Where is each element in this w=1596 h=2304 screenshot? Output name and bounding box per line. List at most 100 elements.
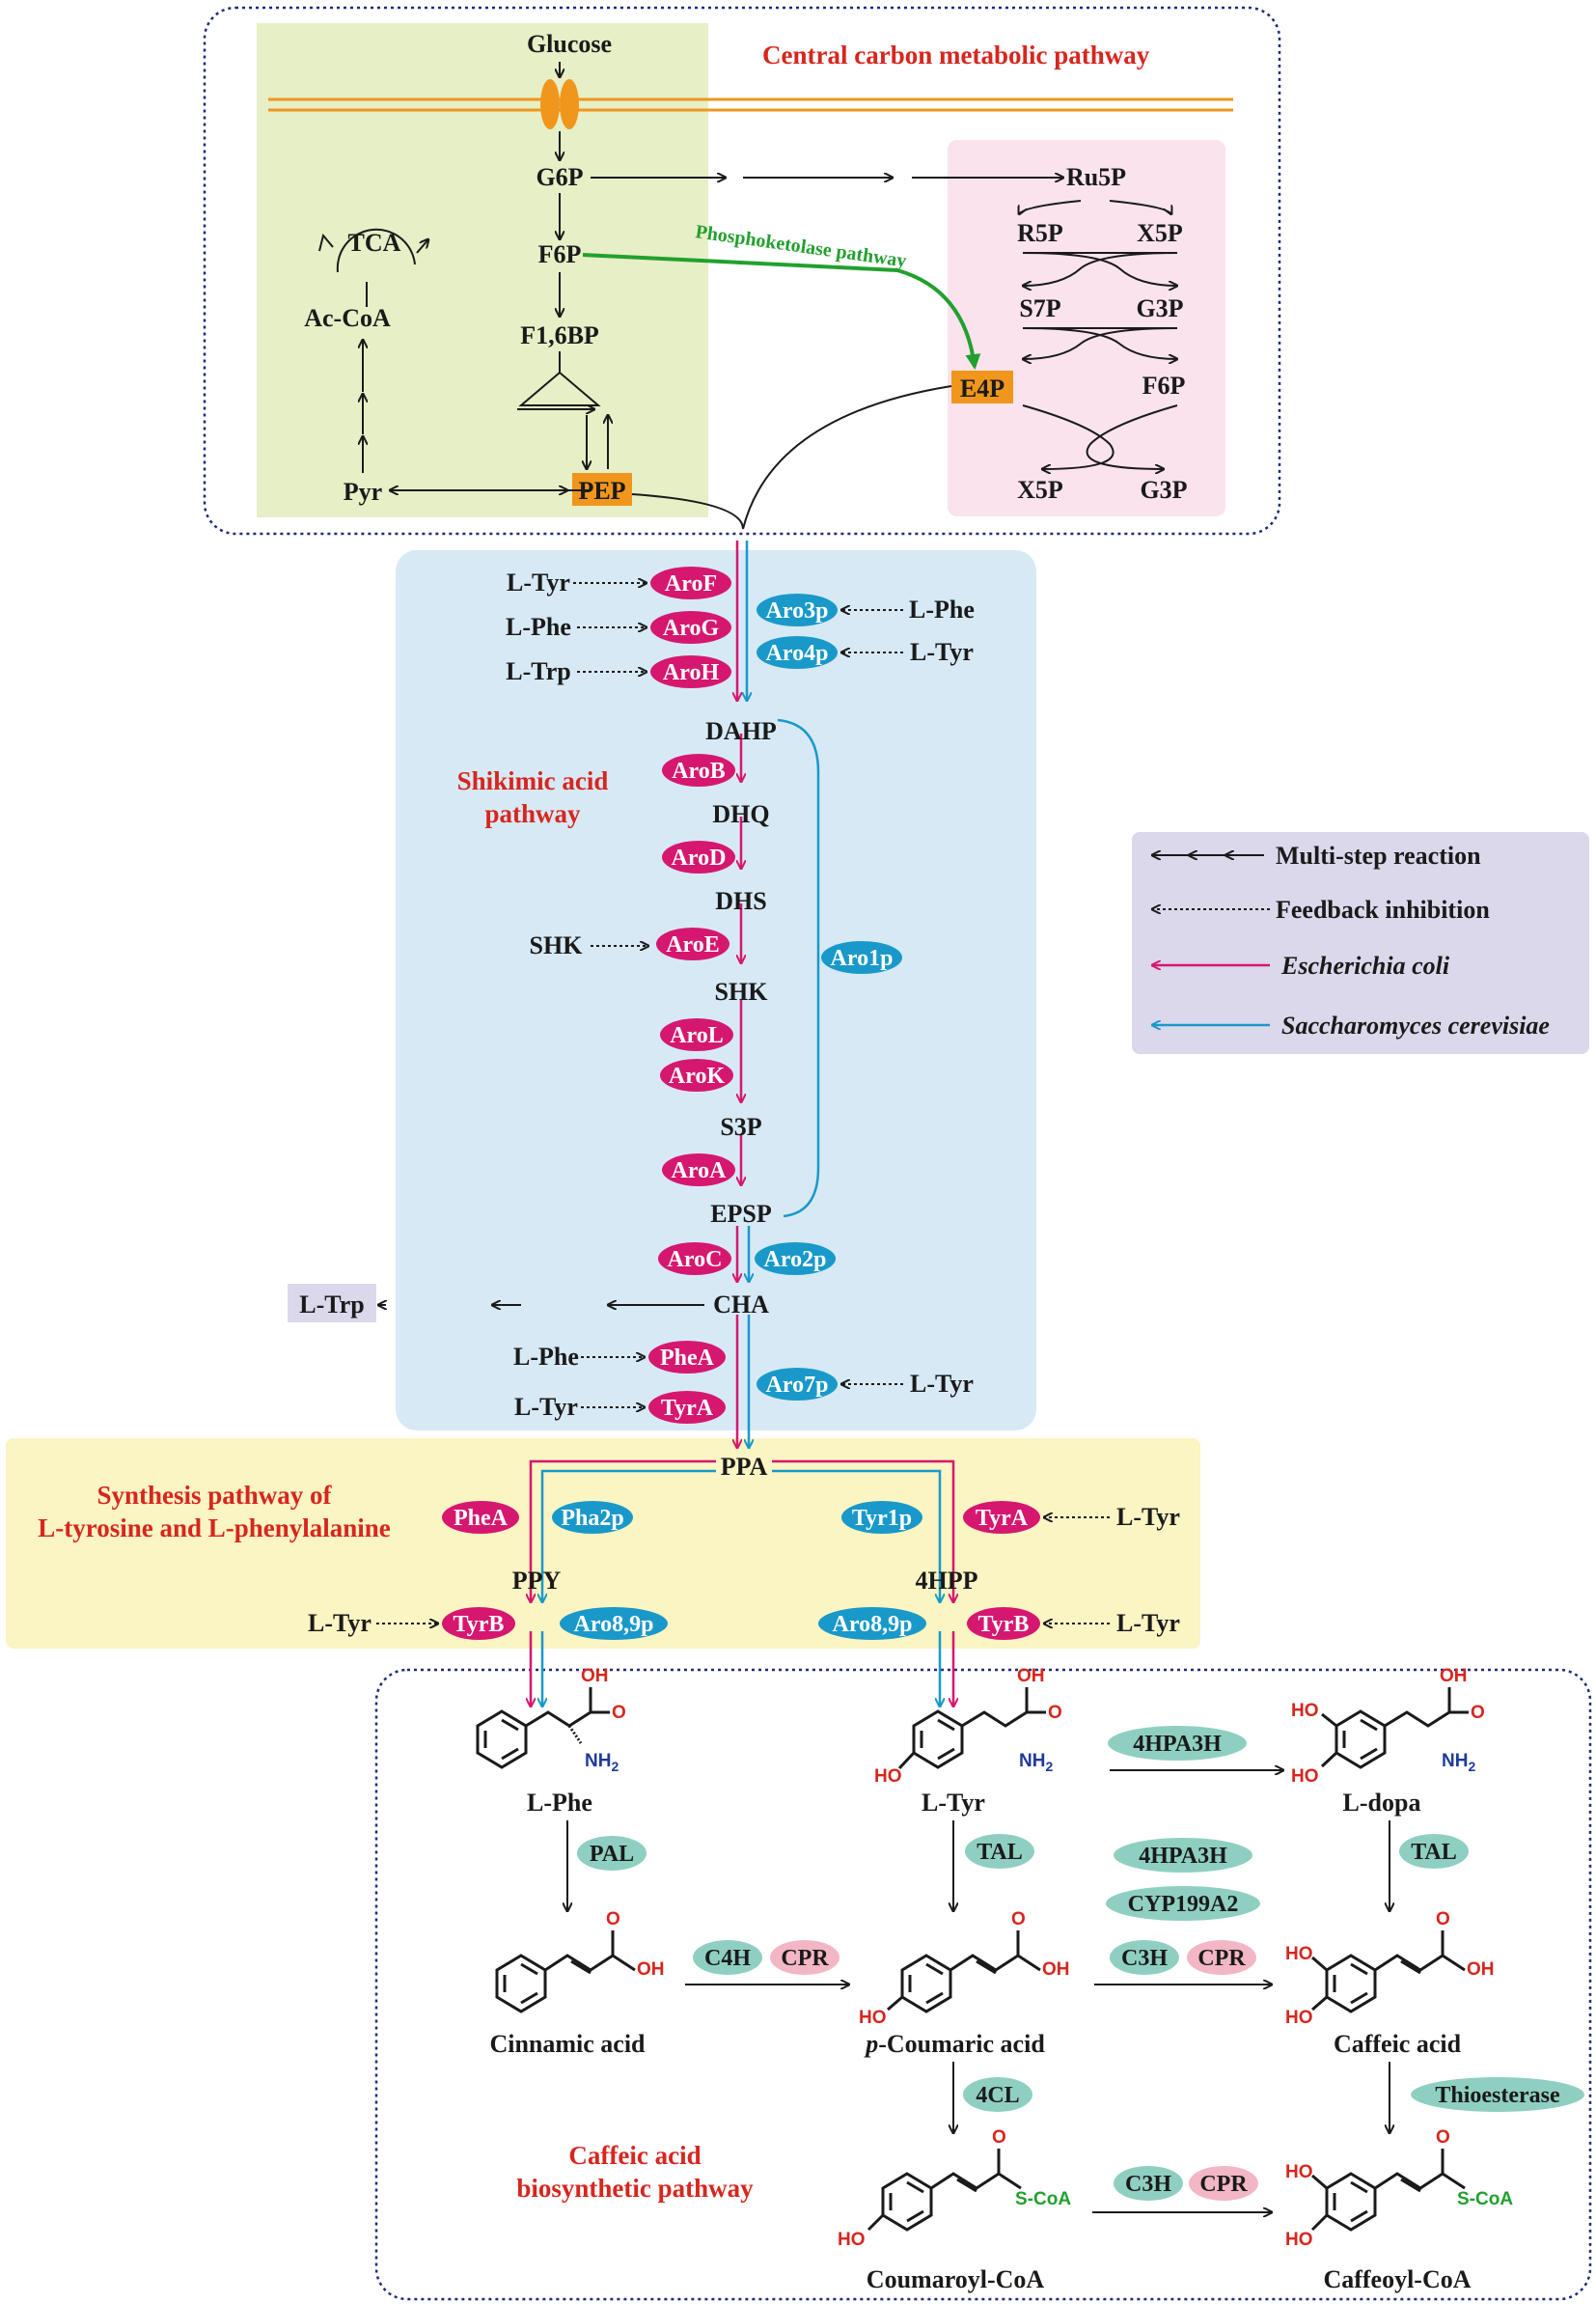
pcoumaric-label: p-Coumaric acid xyxy=(864,2030,1045,2058)
ltyr-o: O xyxy=(1048,1703,1062,1723)
c3h-2-badge xyxy=(1114,2166,1183,2201)
legend-panel xyxy=(1132,832,1589,1054)
feedback-inhibitors: L-Tyr L-Phe L-Trp L-Phe L-Tyr L-Phe L-Ty… xyxy=(308,569,1180,1637)
hpp-label: 4HPP xyxy=(916,1567,978,1595)
ltyr-ho: HO xyxy=(874,1766,902,1787)
shikimate-panel xyxy=(396,550,1036,1430)
phea-2-label: PheA xyxy=(454,1506,509,1531)
heterologous-enzymes: PAL TAL TAL 4HPA3H 4HPA3H CYP199A2 C4H C… xyxy=(577,1726,1584,2201)
tal-2-badge xyxy=(1399,1834,1469,1869)
caffeic-title-line1: Caffeic acid xyxy=(568,2141,701,2170)
shk-label: SHK xyxy=(715,978,769,1006)
caffeoylcoa-ho1: HO xyxy=(1285,2162,1313,2182)
tal-1-label: TAL xyxy=(977,1840,1023,1865)
ltrp-product-box xyxy=(288,1284,376,1322)
tyrb-2-badge xyxy=(967,1607,1040,1640)
cl4-badge xyxy=(963,2077,1032,2112)
structure-coumaroylcoa xyxy=(867,2149,1022,2232)
cinnamic-o: O xyxy=(606,1909,620,1929)
cl4-label: 4CL xyxy=(976,2083,1019,2108)
legend: Multi-step reaction Feedback inhibition … xyxy=(1152,842,1550,1040)
aro89p-2-label: Aro8,9p xyxy=(833,1612,913,1637)
shk-inhibitor-label: SHK xyxy=(530,931,584,959)
caffeic-ho2: HO xyxy=(1285,2008,1313,2028)
s3p-label: S3P xyxy=(720,1113,761,1141)
aromatic-panel xyxy=(6,1438,1200,1649)
tyrb2-inhibitor: L-Tyr xyxy=(1116,1609,1180,1637)
aroc-label: AroC xyxy=(668,1247,723,1272)
ecoli-enzymes: AroF AroG AroH AroB AroD AroE AroL AroK … xyxy=(442,567,1040,1640)
central-pathway-title: Central carbon metabolic pathway xyxy=(762,41,1150,69)
ldopa-o: O xyxy=(1471,1703,1485,1723)
cpr-2-badge xyxy=(1187,1940,1256,1975)
hpa3h-2-badge xyxy=(1114,1838,1252,1873)
synthesis-title-line2: L-tyrosine and L-phenylalanine xyxy=(38,1513,391,1542)
aroh-inhibitor: L-Trp xyxy=(506,657,570,685)
aro2p-label: Aro2p xyxy=(764,1247,827,1272)
arod-label: AroD xyxy=(672,846,727,871)
tyrb-1-label: TyrB xyxy=(454,1612,505,1637)
arok-label: AroK xyxy=(669,1064,726,1089)
pha2p-label: Pha2p xyxy=(561,1506,623,1531)
synthesis-title-line1: Synthesis pathway of xyxy=(96,1481,332,1510)
pha2p-badge xyxy=(552,1501,633,1534)
g6p-label: G6P xyxy=(536,163,583,191)
pal-badge xyxy=(577,1836,647,1871)
pyr-label: Pyr xyxy=(344,478,382,506)
aro3p-inhibitor: L-Phe xyxy=(909,596,975,624)
arof-badge xyxy=(650,567,731,599)
phea-1-badge xyxy=(648,1341,726,1374)
tal-1-badge xyxy=(965,1834,1034,1869)
cyp-label: CYP199A2 xyxy=(1128,1892,1239,1917)
aroe-label: AroE xyxy=(666,932,720,958)
phea-inhibitor: L-Phe xyxy=(513,1343,579,1371)
ppy-label: PPY xyxy=(512,1567,562,1595)
cpr-1-label: CPR xyxy=(781,1946,829,1971)
tyrb1-inhibitor: L-Tyr xyxy=(308,1609,371,1637)
caffeic-pathway-arrows xyxy=(567,1770,1390,2212)
shikimic-title-line2: pathway xyxy=(484,799,581,828)
tyrb-1-badge xyxy=(442,1607,515,1640)
shikimic-title-line1: Shikimic acid xyxy=(457,766,609,795)
structure-caffeic xyxy=(1311,1930,1466,2013)
arod-badge xyxy=(662,841,735,874)
g3p-label: G3P xyxy=(1136,294,1183,322)
structure-caffeoylcoa xyxy=(1310,2149,1466,2232)
caffeic-o: O xyxy=(1436,1909,1450,1929)
aro3p-badge xyxy=(757,594,838,626)
e4p-highlight xyxy=(951,371,1013,403)
phea-1-label: PheA xyxy=(660,1346,715,1371)
arog-label: AroG xyxy=(663,616,720,641)
aroa-badge xyxy=(662,1153,735,1186)
ltyr-label: L-Tyr xyxy=(922,1789,985,1817)
coumaroylcoa-label: Coumaroyl-CoA xyxy=(867,2265,1045,2293)
aro1p-label: Aro1p xyxy=(831,946,894,971)
aroa-label: AroA xyxy=(672,1158,728,1183)
aro4p-badge xyxy=(757,636,838,669)
glycolysis-panel xyxy=(257,23,708,517)
arof-inhibitor: L-Tyr xyxy=(507,569,570,597)
hpa3h-1-label: 4HPA3H xyxy=(1133,1732,1222,1757)
aro89p-2-badge xyxy=(818,1607,926,1640)
cpr-3-badge xyxy=(1189,2166,1258,2201)
aro3p-label: Aro3p xyxy=(766,598,829,624)
tyra-inhibitor: L-Tyr xyxy=(514,1393,578,1421)
epsp-label: EPSP xyxy=(710,1200,772,1228)
tyr1p-badge xyxy=(841,1501,922,1534)
tyra-2-badge xyxy=(963,1501,1040,1534)
tyra-1-label: TyrA xyxy=(661,1396,714,1421)
tyra-1-badge xyxy=(648,1391,726,1424)
coumaroylcoa-ho: HO xyxy=(838,2230,866,2250)
cha-label: CHA xyxy=(713,1291,769,1319)
cpr-3-label: CPR xyxy=(1199,2172,1248,2197)
caffeoylcoa-label: Caffeoyl-CoA xyxy=(1323,2265,1471,2293)
tal-2-label: TAL xyxy=(1411,1840,1457,1865)
dhs-label: DHS xyxy=(715,887,766,915)
ltyr-nh2: NH2 xyxy=(1019,1751,1053,1774)
central-pathway-frame xyxy=(203,6,1281,536)
structure-cinnamic xyxy=(495,1930,636,2013)
cinnamic-label: Cinnamic acid xyxy=(489,2030,646,2058)
aro1p-badge xyxy=(821,941,902,974)
x5p-bottom-label: X5P xyxy=(1017,476,1063,504)
tyra2-inhibitor: L-Tyr xyxy=(1116,1503,1180,1531)
